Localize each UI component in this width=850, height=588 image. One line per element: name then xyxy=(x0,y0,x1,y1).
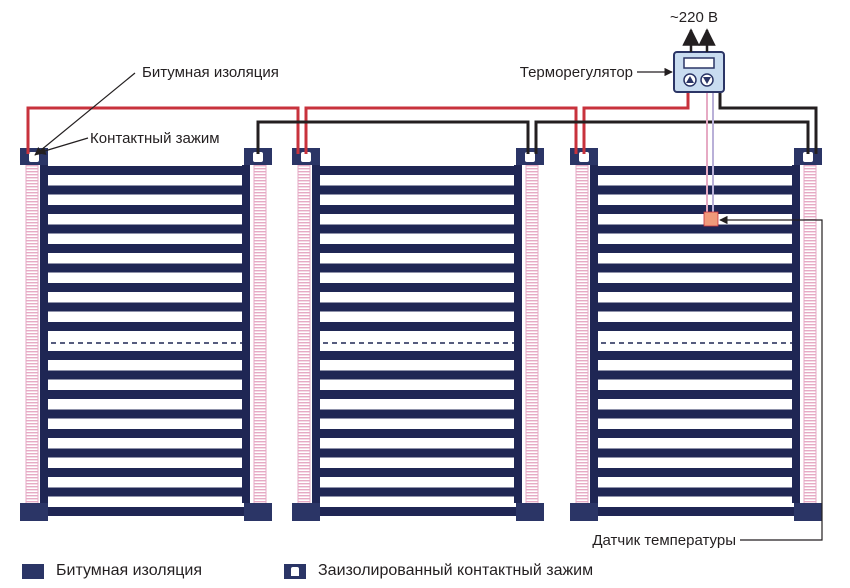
carbon-heating-strip xyxy=(594,224,796,234)
carbon-heating-strip xyxy=(594,283,796,292)
copper-bus-strip xyxy=(575,161,589,505)
carbon-heating-strip xyxy=(44,322,246,331)
bitumen-insulation-pad xyxy=(794,503,822,521)
carbon-heating-strip xyxy=(594,468,796,477)
carbon-heating-strip xyxy=(594,429,796,438)
carbon-heating-strip xyxy=(44,166,246,175)
film-side-bar xyxy=(40,165,48,503)
bitumen-insulation-pad xyxy=(516,503,544,521)
carbon-heating-strip xyxy=(316,224,518,234)
contact-clamp-label: Контактный зажим xyxy=(90,130,220,147)
heating-film-panel xyxy=(20,148,272,521)
carbon-heating-strip xyxy=(316,468,518,477)
carbon-heating-strip xyxy=(44,370,246,380)
bitumen-insulation-pad xyxy=(292,503,320,521)
sensor-wires xyxy=(706,92,714,212)
insulated-contact-clamp-icon xyxy=(516,148,544,165)
carbon-heating-strip xyxy=(594,487,796,497)
heating-films xyxy=(20,148,822,521)
black-power-wire xyxy=(256,92,818,154)
thermostat-label: Терморегулятор xyxy=(520,64,633,81)
carbon-heating-strip xyxy=(594,263,796,273)
insulated-clamp-swatch-icon xyxy=(284,563,306,579)
bitumen-insulation-label: Битумная изоляция xyxy=(142,64,279,81)
film-side-bar xyxy=(590,165,598,503)
heating-film-panel xyxy=(292,148,544,521)
carbon-heating-strip xyxy=(594,507,796,516)
legend-insulated-clamp-label: Заизолированный контактный зажим xyxy=(318,562,594,579)
legend-bitumen-insulation: Битумная изоляция xyxy=(22,560,202,582)
carbon-heating-strip xyxy=(44,302,246,312)
carbon-heating-strip xyxy=(594,351,796,360)
insulated-contact-clamp-icon xyxy=(244,148,272,165)
legend-insulated-clamp: Заизолированный контактный зажим xyxy=(284,560,593,582)
carbon-heating-strip xyxy=(316,322,518,331)
legend-bitumen-insulation-label: Битумная изоляция xyxy=(56,562,203,579)
bitumen-insulation-pad xyxy=(244,503,272,521)
carbon-heating-strip xyxy=(44,263,246,273)
leader-lines xyxy=(34,67,823,541)
carbon-heating-strip xyxy=(316,487,518,497)
carbon-heating-strip xyxy=(316,244,518,253)
carbon-heating-strip xyxy=(594,390,796,399)
carbon-heating-strip xyxy=(316,185,518,195)
carbon-heating-strip xyxy=(316,448,518,458)
carbon-heating-strip xyxy=(316,166,518,175)
carbon-heating-strip xyxy=(316,429,518,438)
copper-bus-strip xyxy=(525,161,539,505)
carbon-heating-strip xyxy=(316,370,518,380)
carbon-heating-strip xyxy=(594,448,796,458)
carbon-heating-strip xyxy=(316,409,518,419)
carbon-heating-strip xyxy=(316,507,518,516)
film-side-bar xyxy=(792,165,800,503)
carbon-heating-strip xyxy=(316,283,518,292)
carbon-heating-strip xyxy=(594,370,796,380)
bitumen-insulation-pad xyxy=(570,503,598,521)
temperature-sensor-label: Датчик температуры xyxy=(592,532,736,549)
thermostat-icon xyxy=(673,51,725,93)
carbon-heating-strip xyxy=(44,224,246,234)
insulated-contact-clamp-icon xyxy=(20,148,48,165)
carbon-heating-strip xyxy=(316,390,518,399)
carbon-heating-strip xyxy=(44,409,246,419)
copper-bus-strip xyxy=(25,161,39,505)
temperature-sensor-icon xyxy=(703,211,719,227)
carbon-heating-strip xyxy=(594,185,796,195)
carbon-heating-strip xyxy=(316,302,518,312)
red-power-wire xyxy=(26,92,690,154)
carbon-heating-strip xyxy=(594,205,796,214)
carbon-heating-strip xyxy=(316,205,518,214)
carbon-heating-strip xyxy=(44,244,246,253)
carbon-heating-strip xyxy=(44,468,246,477)
carbon-heating-strip xyxy=(594,302,796,312)
carbon-heating-strip xyxy=(44,283,246,292)
carbon-heating-strip xyxy=(316,263,518,273)
film-side-bar xyxy=(242,165,250,503)
copper-bus-strip xyxy=(803,161,817,505)
carbon-heating-strip xyxy=(44,351,246,360)
power-supply-arrows xyxy=(682,28,716,52)
carbon-heating-strip xyxy=(44,448,246,458)
carbon-heating-strip xyxy=(44,390,246,399)
bitumen-insulation-swatch-icon xyxy=(22,563,44,579)
voltage-label: ~220 В xyxy=(670,9,718,26)
carbon-heating-strip xyxy=(594,409,796,419)
film-side-bar xyxy=(514,165,522,503)
carbon-heating-strip xyxy=(44,205,246,214)
film-side-bar xyxy=(312,165,320,503)
copper-bus-strip xyxy=(253,161,267,505)
carbon-heating-strip xyxy=(44,185,246,195)
carbon-heating-strip xyxy=(594,166,796,175)
carbon-heating-strip xyxy=(594,322,796,331)
carbon-heating-strip xyxy=(594,244,796,253)
heating-film-panel xyxy=(570,148,822,521)
carbon-heating-strip xyxy=(44,507,246,516)
bitumen-insulation-pad xyxy=(20,503,48,521)
copper-bus-strip xyxy=(297,161,311,505)
carbon-heating-strip xyxy=(44,429,246,438)
carbon-heating-strip xyxy=(316,351,518,360)
carbon-heating-strip xyxy=(44,487,246,497)
